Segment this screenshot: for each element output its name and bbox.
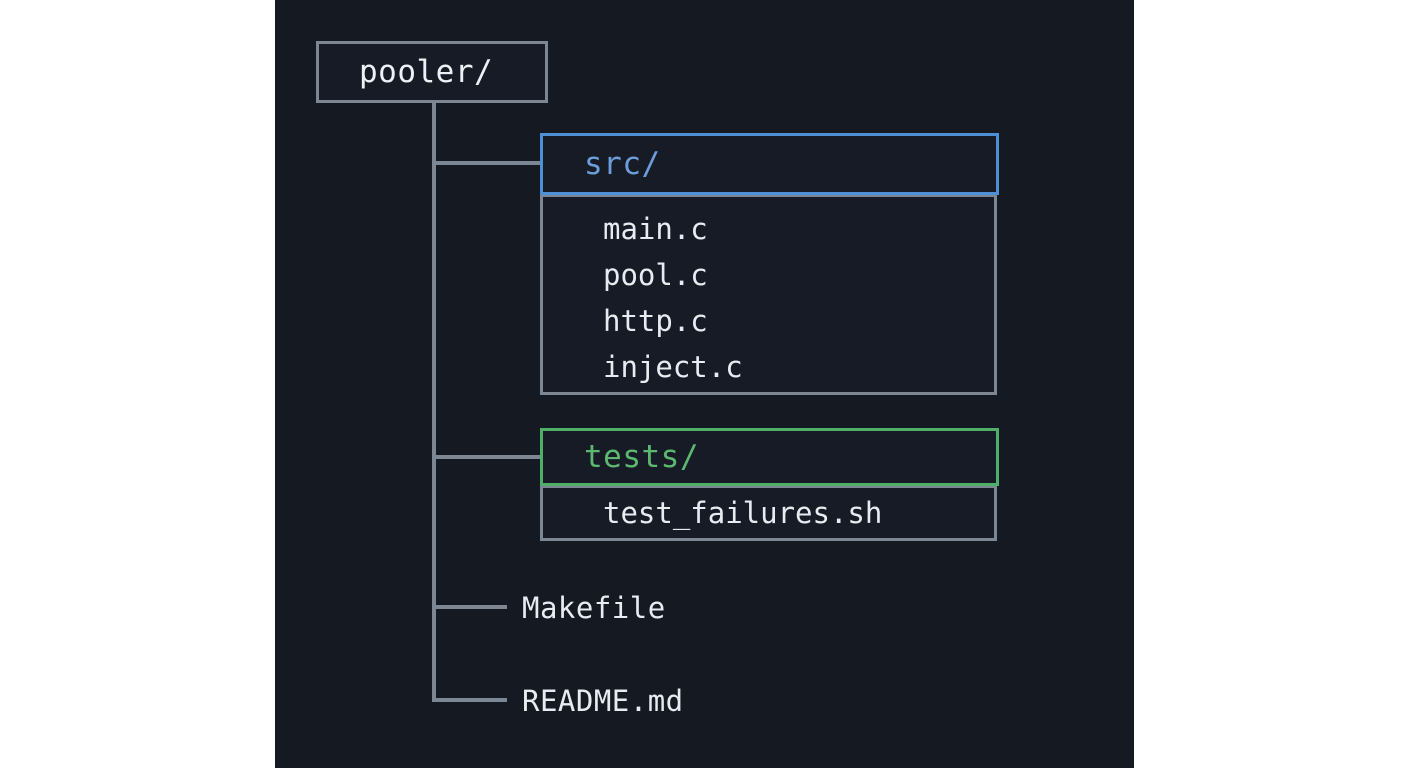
tree-branch-tests [432, 455, 542, 459]
tree-trunk-line [432, 103, 436, 702]
tree-branch-makefile [432, 605, 507, 609]
folder-src-label: src/ [584, 146, 661, 182]
list-item[interactable]: test_failures.sh [603, 496, 883, 530]
folder-tests-label: tests/ [584, 439, 699, 475]
diagram-canvas: pooler/ src/ main.c pool.c http.c inject… [275, 0, 1134, 768]
list-item[interactable]: inject.c [603, 350, 743, 384]
root-label: pooler/ [359, 54, 494, 90]
node-file-makefile[interactable]: Makefile [522, 591, 666, 625]
node-folder-src[interactable]: src/ [540, 133, 999, 195]
list-item[interactable]: pool.c [603, 258, 708, 292]
folder-tests-file-list: test_failures.sh [540, 485, 997, 541]
tree-branch-readme [432, 698, 507, 702]
node-file-readme[interactable]: README.md [522, 684, 684, 718]
folder-src-file-list: main.c pool.c http.c inject.c [540, 194, 997, 395]
tree-branch-src [432, 161, 542, 165]
list-item[interactable]: http.c [603, 304, 708, 338]
node-root-pooler[interactable]: pooler/ [316, 41, 548, 103]
node-folder-tests[interactable]: tests/ [540, 428, 999, 486]
list-item[interactable]: main.c [603, 212, 708, 246]
